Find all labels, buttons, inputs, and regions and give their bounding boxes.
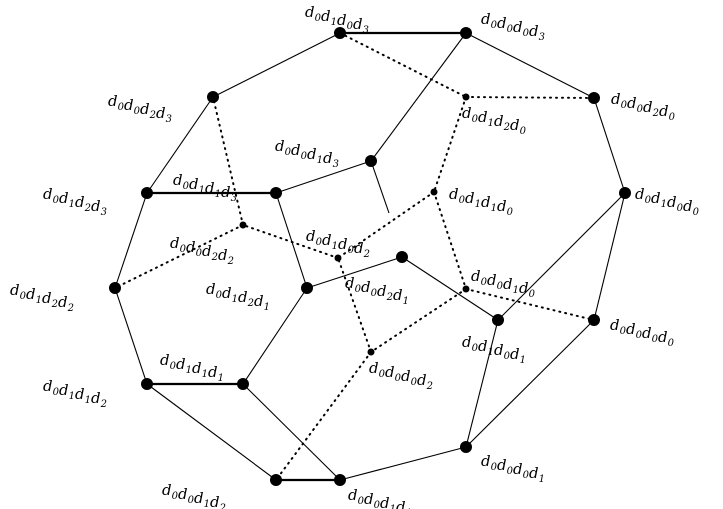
node-label-d0d1d0d3: d0d1d0d3 <box>305 3 369 36</box>
edge <box>114 224 244 289</box>
edge <box>212 32 341 98</box>
edge <box>433 96 467 193</box>
node-large <box>334 27 346 39</box>
node-large <box>109 282 121 294</box>
node-large <box>301 282 313 294</box>
node-large <box>588 92 600 104</box>
edge <box>497 192 626 321</box>
edge <box>593 97 626 194</box>
edge <box>339 32 467 98</box>
node-label-d0d0d0d3: d0d0d0d3 <box>481 10 545 43</box>
node-label-d0d1d2d0: d0d1d2d0 <box>462 104 527 137</box>
node-label-d0d0d2d1: d0d0d2d1 <box>345 274 409 307</box>
node-label-d0d0d2d3: d0d0d2d3 <box>108 92 172 125</box>
edge <box>242 287 308 385</box>
node-large <box>141 187 153 199</box>
solid-edges <box>114 32 626 481</box>
dotted-edges <box>114 32 595 481</box>
node-label-d0d0d0d2: d0d0d0d2 <box>369 359 433 392</box>
node-large <box>141 378 153 390</box>
edge <box>465 288 595 321</box>
node-label-d0d1d2d3: d0d1d2d3 <box>43 185 107 218</box>
edge <box>114 287 148 385</box>
node-label-d0d0d1d3: d0d0d1d3 <box>275 137 339 170</box>
node-label-d0d1d1d0: d0d1d1d0 <box>449 185 514 218</box>
node-large <box>270 474 282 486</box>
node-labels: d0d1d0d3 d0d0d0d3 d0d0d2d3 d0d0d2d0 d0d1d2d0… <box>10 3 700 509</box>
node-large <box>460 27 472 39</box>
edge <box>370 32 467 162</box>
node-small <box>462 93 470 101</box>
node-large <box>334 474 346 486</box>
node-label-d0d0d0d1: d0d0d0d1 <box>481 452 545 485</box>
node-large <box>492 314 504 326</box>
thick-edges <box>147 31 466 482</box>
node-large <box>460 441 472 453</box>
edge <box>275 160 372 194</box>
edge <box>337 257 372 353</box>
edge <box>306 256 403 289</box>
node-label-d0d1d2d2: d0d1d2d2 <box>10 281 74 314</box>
node-label-d0d1d1d3: d0d1d1d3 <box>173 171 237 204</box>
edge <box>593 192 626 321</box>
node-small <box>239 221 247 229</box>
node-label-d0d1d0d0: d0d1d0d0 <box>635 185 700 218</box>
nodes <box>109 27 631 486</box>
edge <box>339 446 467 481</box>
node-large <box>588 314 600 326</box>
node-label-d0d0d0d0: d0d0d0d0 <box>610 316 675 349</box>
edge <box>465 32 595 99</box>
node-label-d0d1d1d2: d0d1d1d2 <box>43 377 107 410</box>
node-label-d0d0d1d2: d0d0d1d2 <box>162 481 226 509</box>
node-large <box>270 187 282 199</box>
edge <box>242 383 341 481</box>
node-large <box>365 155 377 167</box>
node-label-d0d0d2d0: d0d0d2d0 <box>611 90 676 123</box>
edge <box>401 256 499 321</box>
node-label-d0d0d1d0: d0d0d1d0 <box>471 267 536 300</box>
node-small <box>430 188 438 196</box>
edge <box>370 160 390 214</box>
node-large <box>207 91 219 103</box>
edge <box>465 96 595 99</box>
node-small <box>334 254 342 262</box>
node-large <box>619 187 631 199</box>
edge <box>242 224 339 259</box>
edge <box>465 319 499 448</box>
node-small <box>462 285 470 293</box>
edge <box>146 96 214 194</box>
edge <box>337 191 435 259</box>
node-small <box>367 348 375 356</box>
edge <box>370 288 467 353</box>
edge <box>212 96 244 226</box>
node-large <box>237 378 249 390</box>
node-label-d0d0d2d2: d0d0d2d2 <box>170 234 234 267</box>
node-label-d0d1d2d1: d0d1d2d1 <box>206 280 270 313</box>
edge <box>275 192 308 289</box>
edge <box>465 319 595 448</box>
node-label-d0d1d0d2: d0d1d0d2 <box>306 227 370 260</box>
node-large <box>396 251 408 263</box>
node-label-d0d1d1d1: d0d1d1d1 <box>160 351 224 384</box>
edge <box>433 191 467 290</box>
edge <box>275 351 372 481</box>
node-label-d0d1d0d1: d0d1d0d1 <box>462 333 526 366</box>
node-label-d0d0d1d1: d0d0d1d1 <box>348 486 412 509</box>
edge <box>114 192 148 289</box>
edge <box>146 383 277 481</box>
